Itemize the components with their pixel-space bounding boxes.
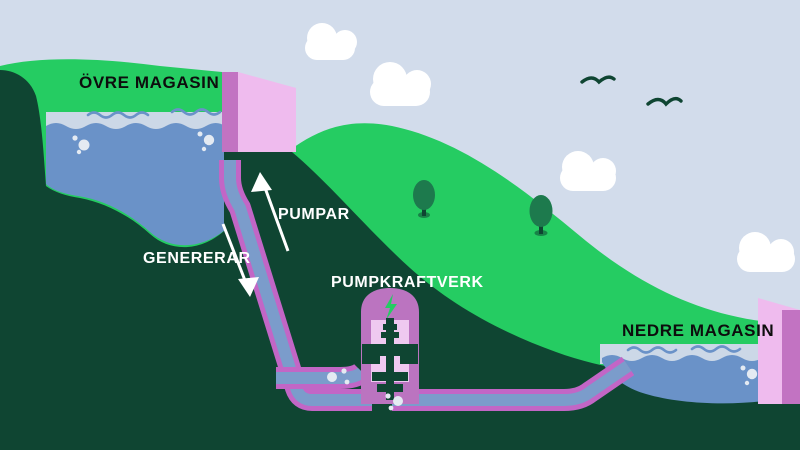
label-lower-reservoir: NEDRE MAGASIN — [622, 321, 774, 340]
tree-group — [413, 180, 553, 236]
tailrace-pipes — [276, 363, 370, 389]
penstock-water — [224, 160, 632, 406]
tailrace-bubble-cluster — [327, 368, 350, 385]
generate-flow-arrow — [221, 223, 259, 297]
lower-dam — [758, 298, 800, 404]
upper-wave-lines — [86, 108, 222, 119]
upper-water-body — [46, 123, 225, 246]
lower-wave-lines — [626, 345, 742, 354]
pump-flow-arrow — [251, 172, 290, 252]
upper-dam-wall — [222, 72, 238, 152]
rock-mass-left — [0, 70, 800, 450]
upper-dam-crest — [238, 72, 296, 152]
tree-icon — [413, 180, 435, 218]
cloud-icon — [370, 62, 431, 106]
lightning-bolt-icon — [385, 294, 397, 320]
upper-dam — [222, 72, 296, 152]
cloud-icon — [737, 232, 795, 272]
bird-icon — [580, 75, 616, 85]
label-upper-reservoir: ÖVRE MAGASIN — [79, 73, 219, 92]
upper-bubble-cluster — [197, 131, 215, 152]
bird-icon — [646, 96, 683, 107]
turbine-assembly — [362, 318, 418, 400]
label-power-plant: PUMPKRAFTVERK — [331, 274, 484, 291]
label-generating: GENERERAR — [143, 250, 251, 267]
arrow-group — [221, 172, 290, 297]
bird-group — [580, 75, 683, 107]
cloud-icon — [305, 23, 357, 60]
label-pumping: PUMPAR — [278, 206, 350, 223]
tailrace-bubble-cluster — [385, 393, 403, 411]
upper-bubble-cluster — [72, 135, 90, 155]
lower-dam-right-face — [782, 310, 800, 404]
cloud-group — [305, 23, 795, 272]
lower-water-body — [602, 355, 774, 404]
lower-bubble-cluster — [740, 365, 758, 386]
tree-icon — [529, 195, 553, 236]
power-plant-building — [361, 288, 419, 404]
cloud-icon — [560, 151, 616, 191]
